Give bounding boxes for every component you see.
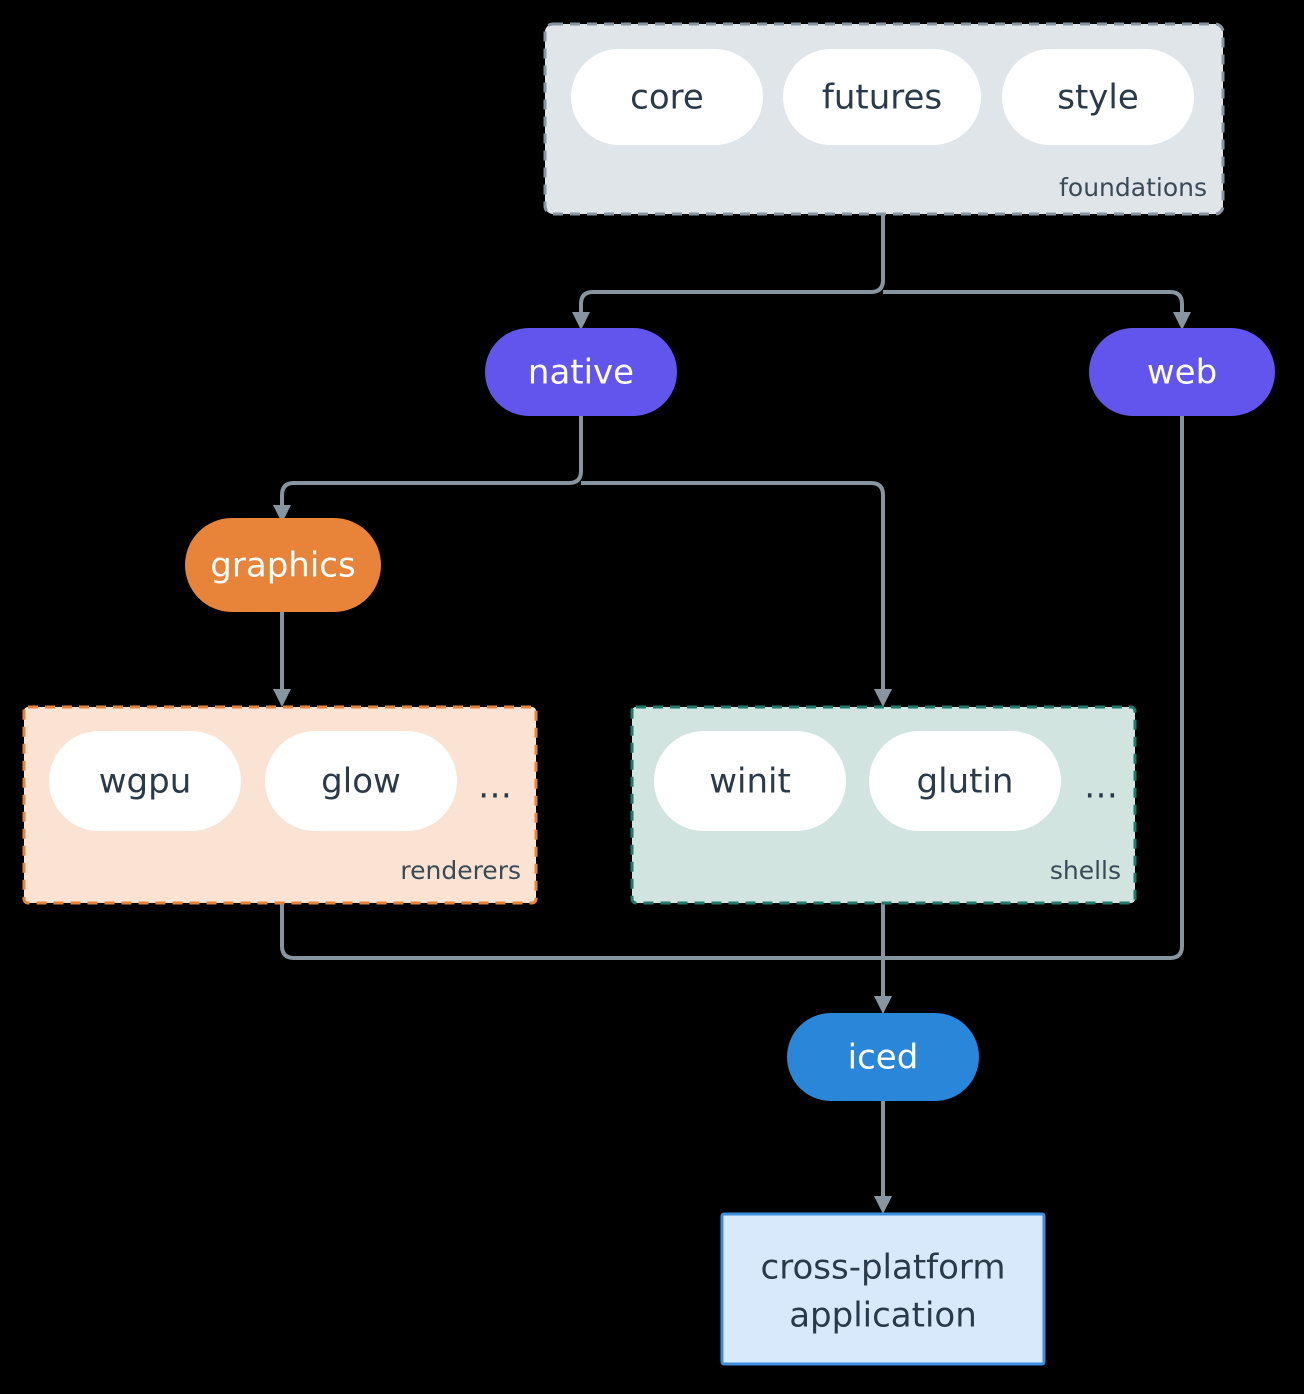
node-native[interactable]: native [485, 328, 677, 416]
node-glutin[interactable]: glutin [869, 731, 1061, 831]
edge-arrowhead-web [1173, 312, 1191, 330]
node-core[interactable]: core [571, 49, 763, 145]
edge-web-iced [883, 416, 1184, 960]
node-web-shape [1089, 328, 1275, 416]
node-futures-shape [783, 49, 981, 145]
node-graphics-label: graphics [210, 546, 355, 586]
node-wgpu-label: wgpu [99, 762, 192, 802]
node-application-label-line2: application [789, 1296, 977, 1336]
edge-foundations-fork [579, 214, 885, 316]
node-glow[interactable]: glow [265, 731, 457, 831]
node-futures-label: futures [822, 78, 942, 118]
node-style[interactable]: style [1002, 49, 1194, 145]
node-graphics[interactable]: graphics [185, 518, 381, 612]
node-core-label: core [630, 78, 704, 118]
node-application[interactable]: cross-platform application [720, 1212, 1046, 1366]
cluster-shells-label: shells [1050, 856, 1121, 885]
cluster-foundations-label: foundations [1059, 173, 1207, 202]
node-native-label: native [528, 353, 634, 393]
node-graphics-shape [185, 518, 381, 612]
node-style-label: style [1057, 78, 1139, 118]
node-application-label-line1: cross-platform [761, 1248, 1006, 1288]
edge-arrowhead-renderers [273, 689, 291, 707]
edge-native-fork [280, 416, 583, 509]
node-core-shape [571, 49, 763, 145]
node-web[interactable]: web [1089, 328, 1275, 416]
node-style-shape [1002, 49, 1194, 145]
node-winit[interactable]: winit [654, 731, 846, 831]
node-winit-label: winit [709, 762, 791, 802]
edge-arrowhead-graphics [273, 505, 291, 523]
node-application-shape [720, 1212, 1046, 1366]
node-wgpu-shape [49, 731, 241, 831]
cluster-renderers: wgpu glow … renderers [22, 705, 538, 905]
edge-arrowhead-native [572, 312, 590, 330]
node-iced-shape [787, 1013, 979, 1101]
node-futures[interactable]: futures [783, 49, 981, 145]
node-glutin-shape [869, 731, 1061, 831]
edge-layer [273, 214, 1191, 1214]
node-glow-label: glow [321, 762, 401, 802]
node-glutin-label: glutin [917, 762, 1014, 802]
edge-renderers-iced [280, 903, 885, 1000]
edge-arrowhead-iced [874, 996, 892, 1014]
cluster-foundations: core futures style foundations [543, 22, 1225, 216]
node-renderers-ellipsis: … [478, 767, 512, 807]
node-iced[interactable]: iced [787, 1013, 979, 1101]
edge-native-shells [581, 481, 885, 693]
node-shells-ellipsis: … [1084, 767, 1118, 807]
edge-arrowhead-application [874, 1196, 892, 1214]
node-iced-label: iced [848, 1038, 919, 1078]
node-glow-shape [265, 731, 457, 831]
node-wgpu[interactable]: wgpu [49, 731, 241, 831]
cluster-renderers-label: renderers [400, 856, 521, 885]
edge-arrowhead-shells [874, 689, 892, 707]
node-native-shape [485, 328, 677, 416]
edge-foundations-web [883, 290, 1184, 316]
cluster-shells: winit glutin … shells [630, 705, 1137, 905]
node-web-label: web [1147, 353, 1217, 393]
node-winit-shape [654, 731, 846, 831]
